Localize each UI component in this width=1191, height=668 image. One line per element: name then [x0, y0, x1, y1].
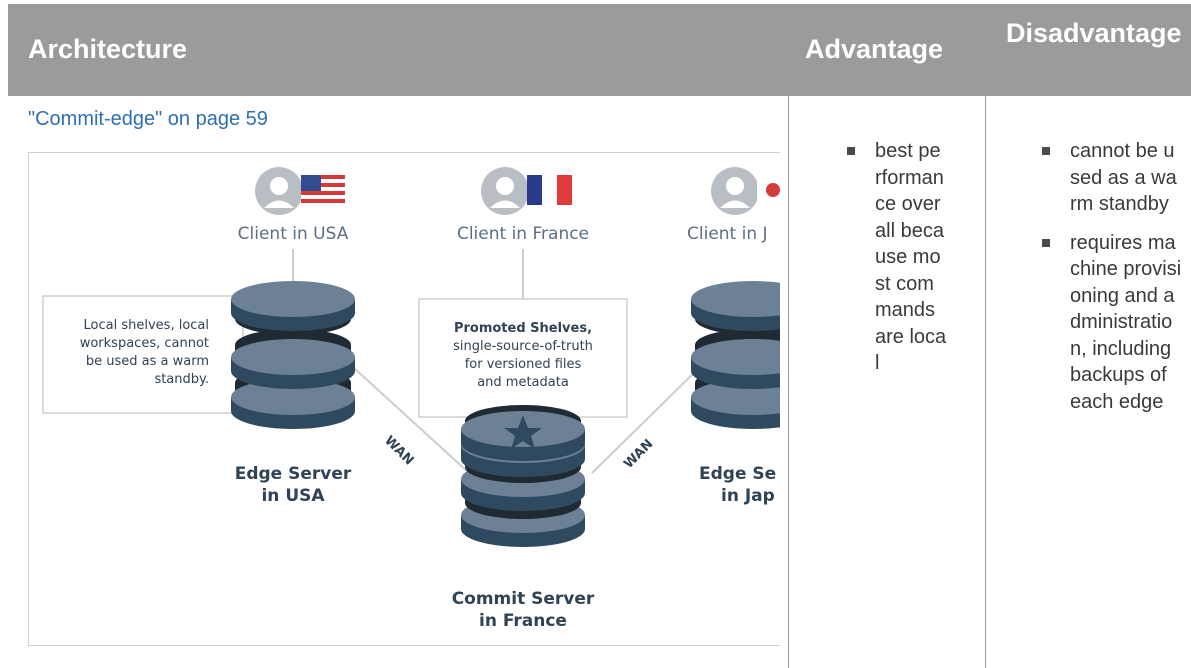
commit-france-label-1: Commit Server	[452, 589, 595, 609]
column-divider-disadvantage	[985, 96, 986, 668]
note-left-line-4: standby.	[154, 372, 209, 387]
usa-flag-icon	[301, 175, 345, 205]
edge-usa-label-1: Edge Server	[235, 464, 352, 484]
note-left-box	[42, 295, 244, 414]
header-architecture: Architecture	[28, 34, 188, 64]
advantage-item: best performance overall because most co…	[847, 138, 947, 377]
disadvantage-item: cannot be used as a warm standby	[1042, 138, 1182, 218]
france-flag-icon	[527, 175, 572, 205]
wan-left-label: WAN	[381, 433, 416, 468]
commit-server-france-icon	[461, 405, 585, 547]
commit-edge-link[interactable]: "Commit-edge" on page 59	[28, 108, 268, 130]
edge-usa-label-2: in USA	[261, 486, 325, 506]
client-japan-avatar-icon	[711, 167, 759, 215]
commit-france-label-2: in France	[479, 611, 567, 631]
client-france-label: Client in France	[457, 224, 589, 244]
disadvantage-text: cannot be used as a warm standby	[1070, 140, 1177, 215]
note-center-line-2: for versioned files	[465, 357, 582, 372]
header-disadvantage: Disadvantage	[1006, 18, 1182, 48]
star-icon	[504, 415, 542, 449]
note-center-box	[418, 298, 628, 418]
note-center-line-1: single-source-of-truth	[453, 339, 593, 354]
note-center-line-3: and metadata	[477, 375, 569, 390]
edge-server-japan-icon	[691, 281, 780, 429]
client-usa-avatar-icon	[255, 167, 303, 215]
client-france-avatar-icon	[481, 167, 529, 215]
edge-server-usa-icon	[231, 281, 355, 429]
table-header: Architecture Advantage Disadvantage	[8, 4, 1191, 96]
square-bullet-icon	[1042, 147, 1050, 155]
disadvantage-item: requires machine provisioning and admini…	[1042, 230, 1182, 416]
advantage-text: best performance overall because most co…	[875, 140, 947, 374]
note-left-line-3: be used as a warm	[86, 354, 209, 369]
advantage-cell: best performance overall because most co…	[847, 138, 947, 389]
client-usa-label: Client in USA	[238, 224, 349, 244]
commit-edge-diagram: Client in USA Client in France Client in…	[28, 152, 780, 646]
note-center-title: Promoted Shelves,	[454, 321, 592, 336]
square-bullet-icon	[847, 147, 855, 155]
edge-japan-label-1: Edge Se	[699, 464, 776, 484]
square-bullet-icon	[1042, 238, 1050, 247]
japan-flag-icon	[757, 175, 780, 205]
client-japan-label: Client in J	[687, 224, 768, 244]
edge-japan-label-2: in Jap	[721, 486, 775, 506]
wan-right-label: WAN	[621, 437, 656, 472]
disadvantage-text: requires machine provisioning and admini…	[1070, 231, 1182, 413]
note-left-line-1: Local shelves, local	[84, 318, 209, 333]
header-advantage: Advantage	[805, 34, 944, 64]
note-left-line-2: workspaces, cannot	[80, 336, 209, 351]
disadvantage-cell: cannot be used as a warm standby require…	[1042, 138, 1182, 427]
column-divider-advantage	[788, 96, 789, 668]
